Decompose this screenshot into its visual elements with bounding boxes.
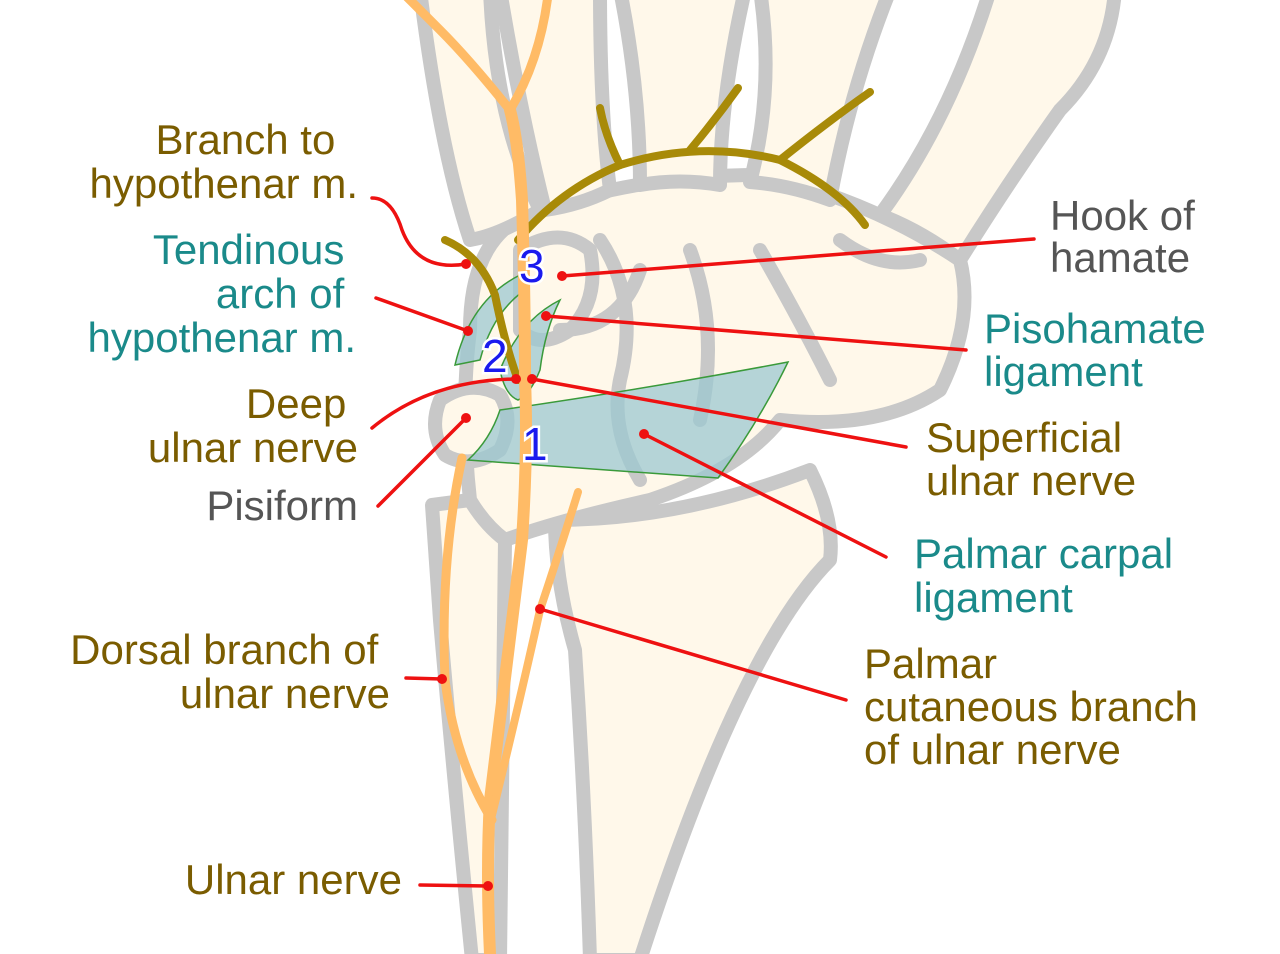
dot-palmar-cutaneous <box>535 604 545 614</box>
label-palmar-carpal: Palmar carpal ligament <box>914 530 1185 621</box>
palmar-cutaneous-nerve <box>488 488 582 819</box>
leader-deep-ulnar <box>370 377 518 430</box>
leader-branch-hypothenar <box>370 196 468 267</box>
label-branch-hypothenar-line-1: Branch to <box>156 116 336 163</box>
zone-1-number: 1 <box>522 418 548 470</box>
dot-palmar-carpal <box>639 429 649 439</box>
label-pisohamate: Pisohamate ligament <box>984 305 1217 395</box>
label-dorsal-branch-line-2: ulnar nerve <box>180 670 390 717</box>
label-palmar-carpal-line-2: ligament <box>914 574 1073 621</box>
leader-lines <box>370 196 1036 891</box>
label-tendinous-arch-line-2: arch of <box>216 270 345 317</box>
label-hook-hamate-line-2: hamate <box>1050 234 1190 281</box>
right-labels: Hook of hamate Pisohamate ligament Super… <box>864 192 1217 773</box>
label-palmar-carpal-line-1: Palmar carpal <box>914 530 1173 577</box>
carpal-line-4 <box>753 243 837 387</box>
leader-ulnar-nerve <box>418 883 490 888</box>
metacarpal-5 <box>414 0 547 247</box>
label-superficial-ulnar: Superficial ulnar nerve <box>926 414 1136 504</box>
label-branch-hypothenar-line-2: hypothenar m. <box>90 160 359 207</box>
left-labels: Branch to hypothenar m. Tendinous arch o… <box>70 116 402 903</box>
label-palmar-cutaneous-line-2: cutaneous branch <box>864 683 1198 730</box>
label-hook-hamate: Hook of hamate <box>1050 192 1206 281</box>
metacarpal-3 <box>614 0 750 192</box>
leader-palmar-carpal <box>642 432 888 559</box>
label-ulnar-nerve-line-1: Ulnar nerve <box>185 856 402 903</box>
label-deep-ulnar-line-1: Deep <box>246 380 346 427</box>
label-superficial-ulnar-line-2: ulnar nerve <box>926 457 1136 504</box>
dot-ulnar-nerve <box>483 881 493 891</box>
label-palmar-cutaneous: Palmar cutaneous branch of ulnar nerve <box>864 640 1210 773</box>
label-tendinous-arch-line-1: Tendinous <box>153 226 344 273</box>
label-tendinous-arch: Tendinous arch of hypothenar m. <box>88 226 357 361</box>
leader-dorsal-branch <box>404 676 444 681</box>
dot-tendinous-arch <box>463 326 473 336</box>
leader-tendinous-arch <box>374 296 470 333</box>
zone-2-number: 2 <box>482 330 508 382</box>
label-pisiform-line-1: Pisiform <box>206 482 358 529</box>
metacarpal-2 <box>743 0 894 207</box>
label-ulnar-nerve: Ulnar nerve <box>185 856 402 903</box>
branch-to-hypothenar-nerve <box>441 236 522 384</box>
label-tendinous-arch-line-3: hypothenar m. <box>88 314 357 361</box>
nerves <box>403 0 874 954</box>
deep-branch-twig-1 <box>596 104 624 169</box>
label-pisiform: Pisiform <box>206 482 358 529</box>
label-palmar-cutaneous-line-1: Palmar <box>864 640 997 687</box>
leader-superficial-ulnar <box>530 377 908 449</box>
leader-hook-hamate <box>560 237 1036 278</box>
leader-pisohamate <box>544 314 968 352</box>
dot-deep-ulnar <box>511 374 521 384</box>
dot-pisiform <box>461 413 471 423</box>
label-pisohamate-line-1: Pisohamate <box>984 305 1206 352</box>
label-deep-ulnar-line-2: ulnar nerve <box>148 424 358 471</box>
leader-pisiform <box>376 416 468 508</box>
superficial-branch-upper-2 <box>505 0 552 115</box>
label-palmar-cutaneous-line-3: of ulnar nerve <box>864 726 1121 773</box>
carpal-line-5 <box>833 233 927 270</box>
zone-numbers: 3 2 1 <box>480 238 551 473</box>
dot-dorsal-branch <box>437 674 447 684</box>
dot-pisohamate <box>541 311 551 321</box>
label-dorsal-branch: Dorsal branch of ulnar nerve <box>70 626 390 717</box>
metacarpal-1 <box>873 0 1122 267</box>
deep-branch-twig-2 <box>686 84 742 154</box>
label-dorsal-branch-line-1: Dorsal branch of <box>70 626 378 673</box>
label-pisohamate-line-2: ligament <box>984 348 1143 395</box>
label-hook-hamate-line-1: Hook of <box>1050 192 1195 239</box>
zone-3-number: 3 <box>519 240 545 292</box>
deep-branch-twig-3 <box>776 88 874 164</box>
palmar-carpal-ligament-shape <box>466 360 790 479</box>
label-branch-hypothenar: Branch to hypothenar m. <box>90 116 359 207</box>
label-deep-ulnar: Deep ulnar nerve <box>148 380 358 471</box>
carpal-line-1 <box>553 263 647 337</box>
label-superficial-ulnar-line-1: Superficial <box>926 414 1122 461</box>
dot-hook-hamate <box>557 271 567 281</box>
dot-branch-hypothenar <box>461 259 471 269</box>
radius-bone <box>548 463 838 954</box>
leader-palmar-cutaneous <box>538 607 848 702</box>
superficial-branch-upper-1 <box>403 0 515 115</box>
dot-superficial-ulnar <box>527 374 537 384</box>
